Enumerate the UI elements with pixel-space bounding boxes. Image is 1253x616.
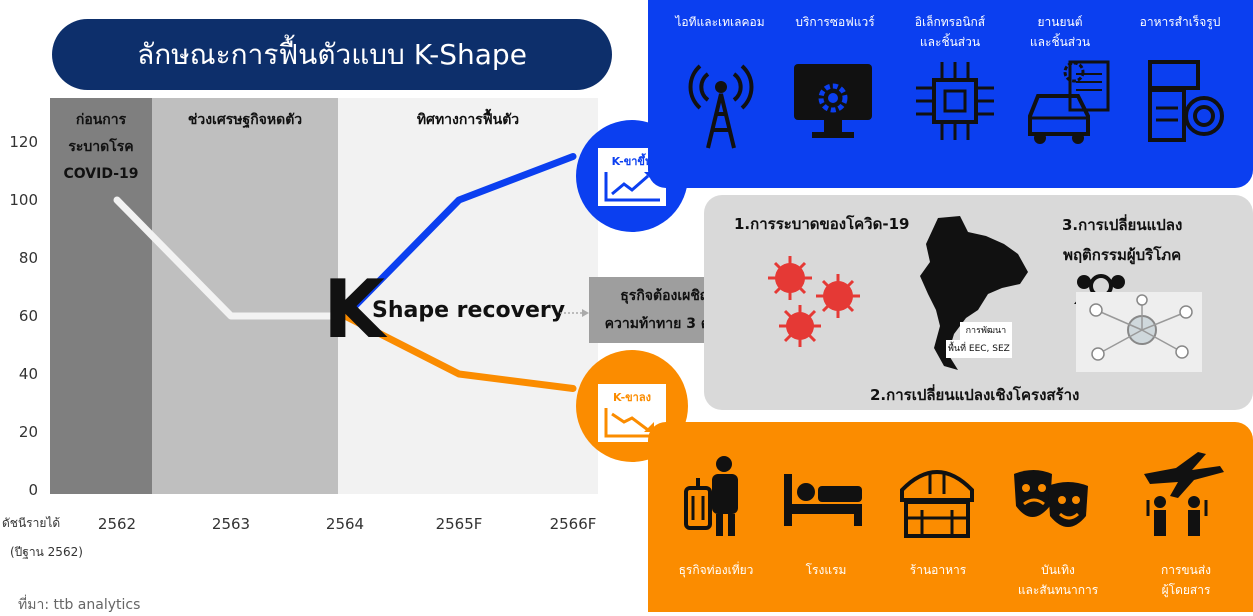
dotted-arrow-icon: [560, 305, 590, 321]
y-tick-label: 60: [19, 307, 38, 325]
bed-icon: [782, 472, 864, 528]
x-tick-label: 2562: [98, 515, 136, 533]
y-axis-label-sub: (ปีฐาน 2562): [10, 543, 83, 562]
band-label-recovery: ทิศทางการฟื้นตัว: [338, 107, 598, 134]
x-tick-label: 2565F: [436, 515, 483, 533]
source-note: ที่มา: ttb analytics: [18, 594, 140, 616]
down-industry-label: การขนส่งผู้โดยสาร: [1136, 560, 1236, 600]
y-axis-label: ดัชนีรายได้: [2, 514, 60, 533]
food-can-icon: [1144, 58, 1230, 148]
page-title: ลักษณะการฟื้นตัวแบบ K-Shape: [52, 19, 612, 90]
down-industry-label: บันเทิงและสันทนาการ: [998, 560, 1118, 600]
chip-icon: [912, 58, 998, 144]
x-tick-label: 2566F: [550, 515, 597, 533]
up-industry-label: บริการซอฟแวร์: [780, 12, 890, 32]
theater-masks-icon: [1010, 466, 1092, 536]
monitor-gear-icon: [792, 62, 874, 142]
down-industry-label: โรงแรม: [786, 560, 866, 580]
up-industry-label: อิเล็กทรอนิกส์และชิ้นส่วน: [895, 12, 1005, 52]
challenge-consumer-behavior: 3.การเปลี่ยนแปลงพฤติกรรมผู้บริโภค: [1062, 210, 1182, 270]
virus-icon: [766, 250, 866, 350]
x-axis-ticks: 2562 2563 2564 2565F 2566F: [98, 515, 597, 533]
map-note: การพัฒนา พื้นที่ EEC, SEZ: [946, 322, 1012, 358]
up-industry-label: อาหารสำเร็จรูป: [1110, 12, 1250, 32]
up-industry-label: ไอทีและเทเลคอม: [660, 12, 780, 32]
tower-icon: [686, 60, 756, 150]
y-tick-label: 0: [28, 481, 38, 499]
band-label-contraction: ช่วงเศรษฐกิจหดตัว: [152, 107, 338, 134]
y-tick-label: 80: [19, 249, 38, 267]
x-tick-label: 2564: [326, 515, 364, 533]
y-tick-label: 20: [19, 423, 38, 441]
up-industry-label: ยานยนต์และชิ้นส่วน: [1010, 12, 1110, 52]
y-tick-label: 100: [9, 191, 38, 209]
band-label-pre-covid: ก่อนการ ระบาดโรค COVID-19: [50, 107, 152, 188]
car-icon: [1022, 58, 1118, 148]
x-tick-label: 2563: [212, 515, 250, 533]
shape-recovery-label: Shape recovery: [372, 298, 565, 323]
y-tick-label: 120: [9, 133, 38, 151]
challenge-covid: 1.การระบาดของโควิด-19: [734, 212, 909, 236]
traveler-icon: [684, 454, 744, 538]
down-industry-label: ร้านอาหาร: [890, 560, 986, 580]
chart-band: [152, 98, 338, 494]
restaurant-icon: [896, 460, 978, 540]
y-tick-label: 40: [19, 365, 38, 383]
digital-network-icon: [1076, 292, 1202, 372]
airplane-passenger-icon: [1138, 450, 1226, 540]
challenge-structural: 2.การเปลี่ยนแปลงเชิงโครงสร้าง: [870, 383, 1079, 407]
y-axis-ticks: 0 20 40 60 80 100 120: [9, 133, 38, 499]
down-industry-label: ธุรกิจท่องเที่ยว: [664, 560, 768, 580]
